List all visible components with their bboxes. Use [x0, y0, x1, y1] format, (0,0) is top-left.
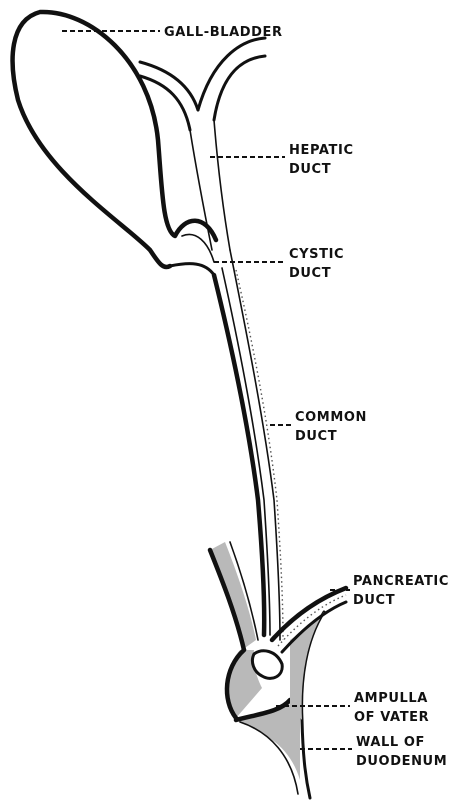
label-ampulla-of-vater-line2: OF VATER	[354, 710, 429, 725]
label-ampulla-of-vater-line1: AMPULLA	[354, 691, 428, 706]
label-common-duct-line2: DUCT	[295, 429, 337, 444]
hepatic-duct-right-branch-inner	[214, 56, 265, 120]
label-gall-bladder: GALL-BLADDER	[164, 25, 283, 40]
cystic-duct	[170, 234, 214, 275]
gall-bladder	[13, 12, 216, 267]
hepatic-duct-trunk-left	[190, 130, 212, 250]
gall-bladder-outline	[13, 12, 216, 267]
cystic-duct-outer	[170, 264, 214, 275]
duodenum-wall-upper-left-shading	[210, 542, 256, 650]
label-cystic-duct-line2: DUCT	[289, 266, 331, 281]
label-pancreatic-duct-line1: PANCREATIC	[353, 574, 449, 589]
label-hepatic-duct-line1: HEPATIC	[289, 143, 354, 158]
duodenum-wall	[210, 542, 324, 798]
hepatic-duct-trunk-right	[214, 120, 230, 250]
label-hepatic-duct-line2: DUCT	[289, 162, 331, 177]
label-cystic-duct-line1: CYSTIC	[289, 247, 344, 262]
label-wall-of-duodenum-line2: DUODENUM	[356, 754, 447, 769]
label-pancreatic-duct-line2: DUCT	[353, 593, 395, 608]
label-common-duct-line1: COMMON	[295, 410, 367, 425]
ampulla-chamber	[252, 651, 282, 679]
label-wall-of-duodenum-line1: WALL OF	[356, 735, 425, 750]
common-duct-stipple	[236, 270, 283, 640]
